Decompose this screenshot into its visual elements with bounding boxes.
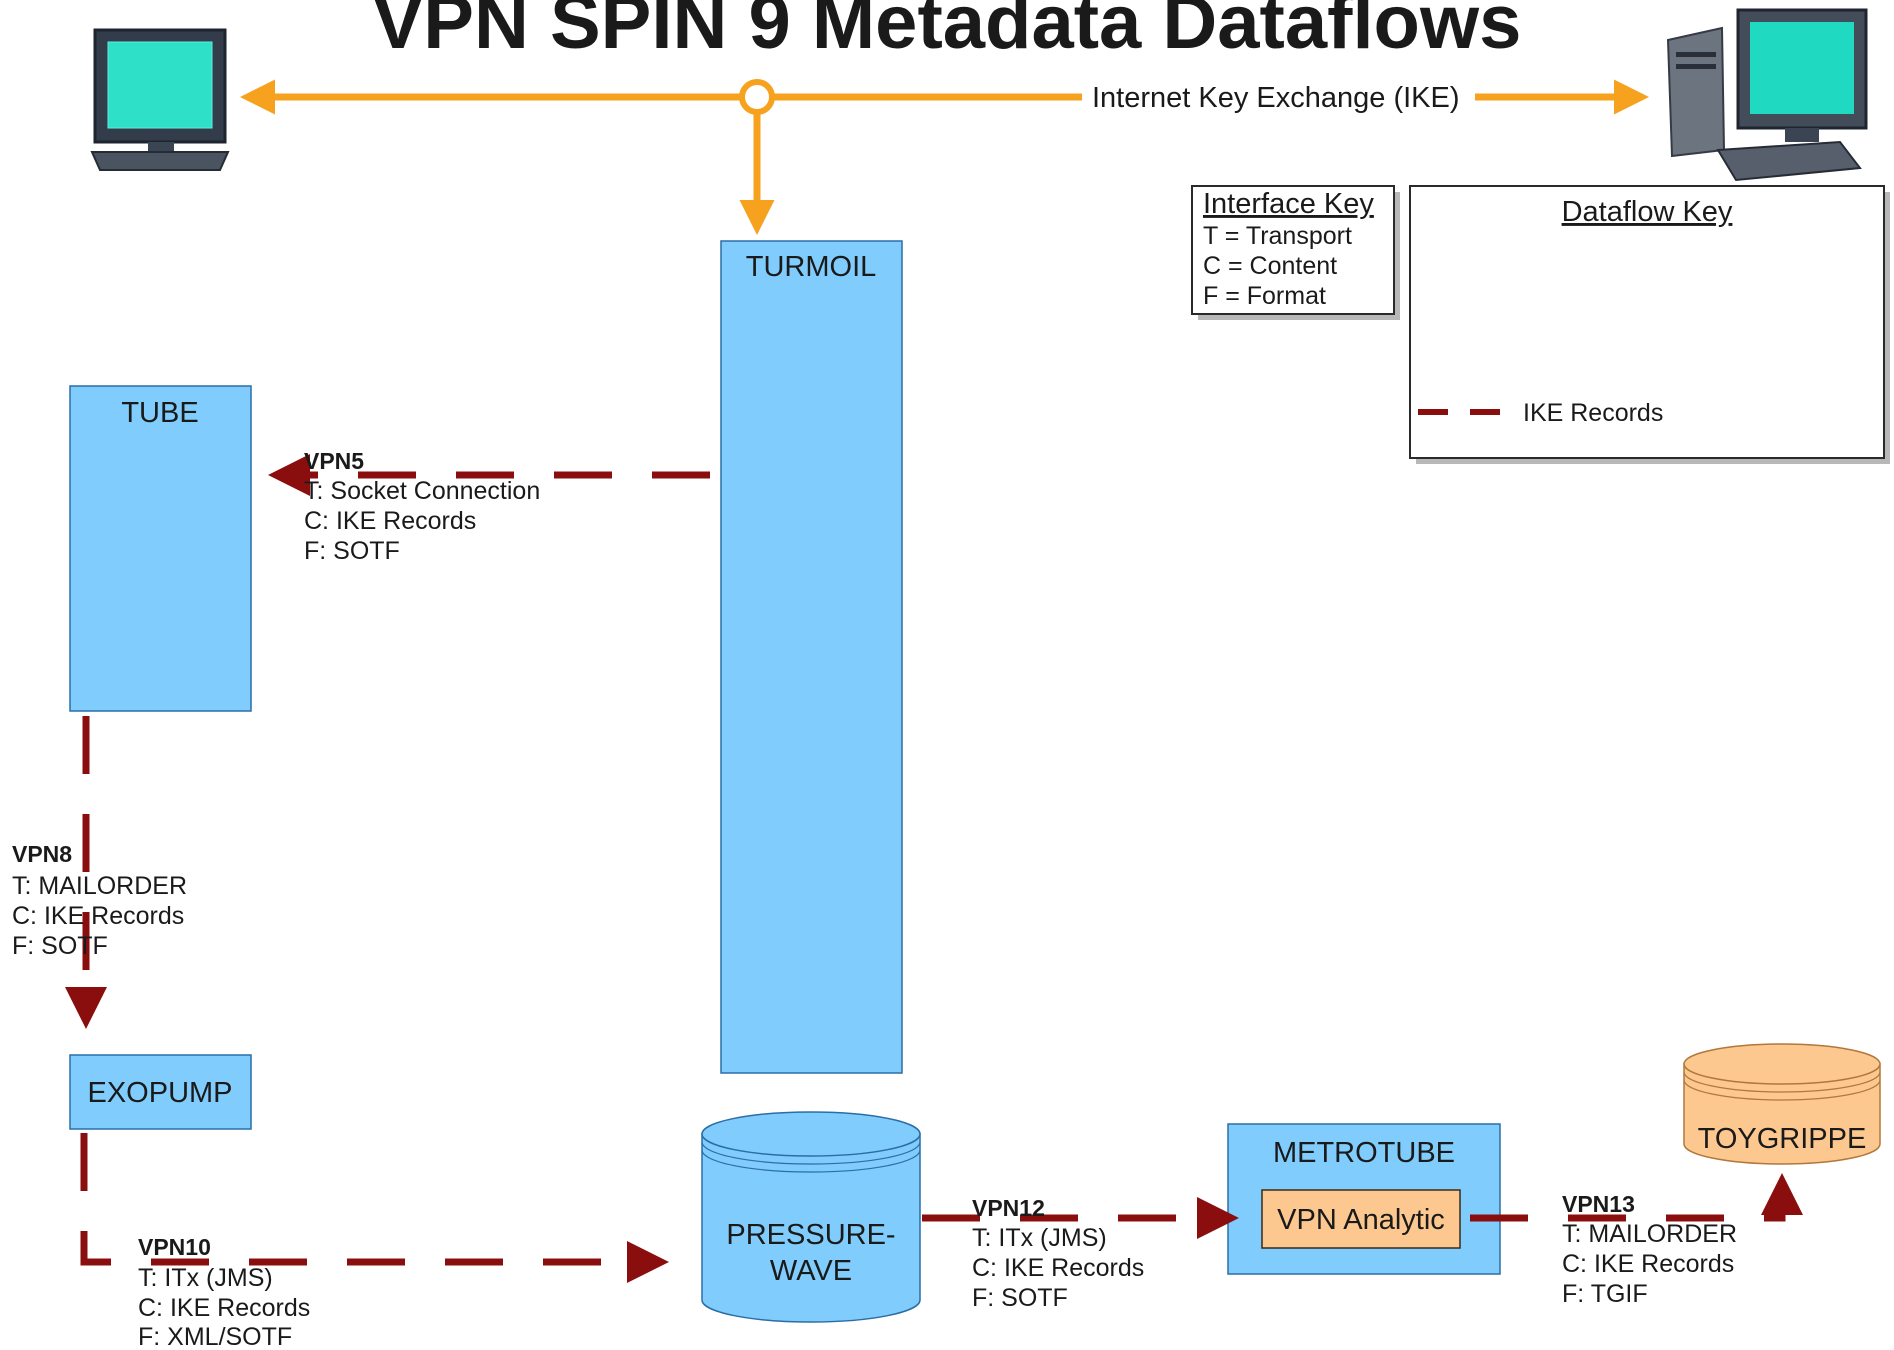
flow-vpn10 (80, 1133, 669, 1283)
flow-label-vpn8: VPN8 T: MAILORDER C: IKE Records F: SOTF (12, 841, 187, 960)
tube-system (69, 385, 252, 712)
desktop-computer-icon (1666, 8, 1868, 182)
ike-label: Internet Key Exchange (IKE) (1092, 82, 1460, 114)
flow-label-vpn5: VPN5 T: Socket Connection C: IKE Records… (304, 448, 540, 565)
page-title: VPN SPIN 9 Metadata Dataflows (373, 0, 1522, 65)
vpn13-format: F: TGIF (1562, 1280, 1648, 1308)
interface-key-transport: T = Transport (1203, 222, 1352, 250)
vpn5-id: VPN5 (304, 448, 364, 474)
flow-label-vpn10: VPN10 T: ITx (JMS) C: IKE Records F: XML… (138, 1234, 310, 1350)
vpn13-transport: T: MAILORDER (1562, 1220, 1737, 1248)
interface-key-format: F = Format (1203, 282, 1326, 310)
pressurewave-label-line1: PRESSURE- (726, 1219, 895, 1251)
interface-key-content: C = Content (1203, 252, 1337, 280)
vpn8-format: F: SOTF (12, 932, 108, 960)
turmoil-label: TURMOIL (746, 251, 877, 283)
vpn8-content: C: IKE Records (12, 902, 184, 930)
vpn10-transport: T: ITx (JMS) (138, 1264, 273, 1292)
ike-connection (240, 79, 1649, 235)
dataflow-key-ike-label: IKE Records (1523, 399, 1663, 427)
vpn-analytic-box (1261, 1189, 1461, 1249)
monitor-icon (90, 28, 230, 171)
vpn10-id: VPN10 (138, 1234, 211, 1260)
vpn12-content: C: IKE Records (972, 1254, 1144, 1282)
flow-vpn13 (1470, 1173, 1803, 1222)
vpn12-format: F: SOTF (972, 1284, 1068, 1312)
exopump-label: EXOPUMP (87, 1077, 232, 1109)
vpn13-content: C: IKE Records (1562, 1250, 1734, 1278)
pressurewave-label-line2: WAVE (770, 1255, 852, 1287)
ike-junction (739, 79, 775, 115)
vpn-analytic-label: VPN Analytic (1277, 1204, 1445, 1236)
vpn8-id: VPN8 (12, 841, 72, 867)
vpn13-id: VPN13 (1562, 1191, 1635, 1217)
vpn8-transport: T: MAILORDER (12, 872, 187, 900)
turmoil-system (720, 240, 903, 1074)
vpn5-transport: T: Socket Connection (304, 477, 540, 505)
interface-key-title: Interface Key (1203, 188, 1374, 220)
toygrippe-database (1683, 1043, 1881, 1165)
vpn12-transport: T: ITx (JMS) (972, 1224, 1107, 1252)
toygrippe-label: TOYGRIPPE (1698, 1123, 1867, 1155)
vpn12-id: VPN12 (972, 1195, 1045, 1221)
flow-label-vpn13: VPN13 T: MAILORDER C: IKE Records F: TGI… (1562, 1191, 1737, 1308)
dataflow-key: Dataflow Key IKE Records (1409, 185, 1890, 464)
dataflow-key-title: Dataflow Key (1562, 196, 1733, 228)
pressurewave-database (701, 1111, 921, 1323)
vpn10-format: F: XML/SOTF (138, 1323, 292, 1350)
tube-label: TUBE (121, 397, 198, 429)
metrotube-label: METROTUBE (1273, 1137, 1455, 1169)
exopump-system (69, 1054, 252, 1130)
flow-label-vpn12: VPN12 T: ITx (JMS) C: IKE Records F: SOT… (972, 1195, 1144, 1312)
vpn10-content: C: IKE Records (138, 1294, 310, 1322)
interface-key: Interface Key T = Transport C = Content … (1191, 185, 1400, 320)
vpn5-format: F: SOTF (304, 537, 400, 565)
vpn5-content: C: IKE Records (304, 507, 476, 535)
